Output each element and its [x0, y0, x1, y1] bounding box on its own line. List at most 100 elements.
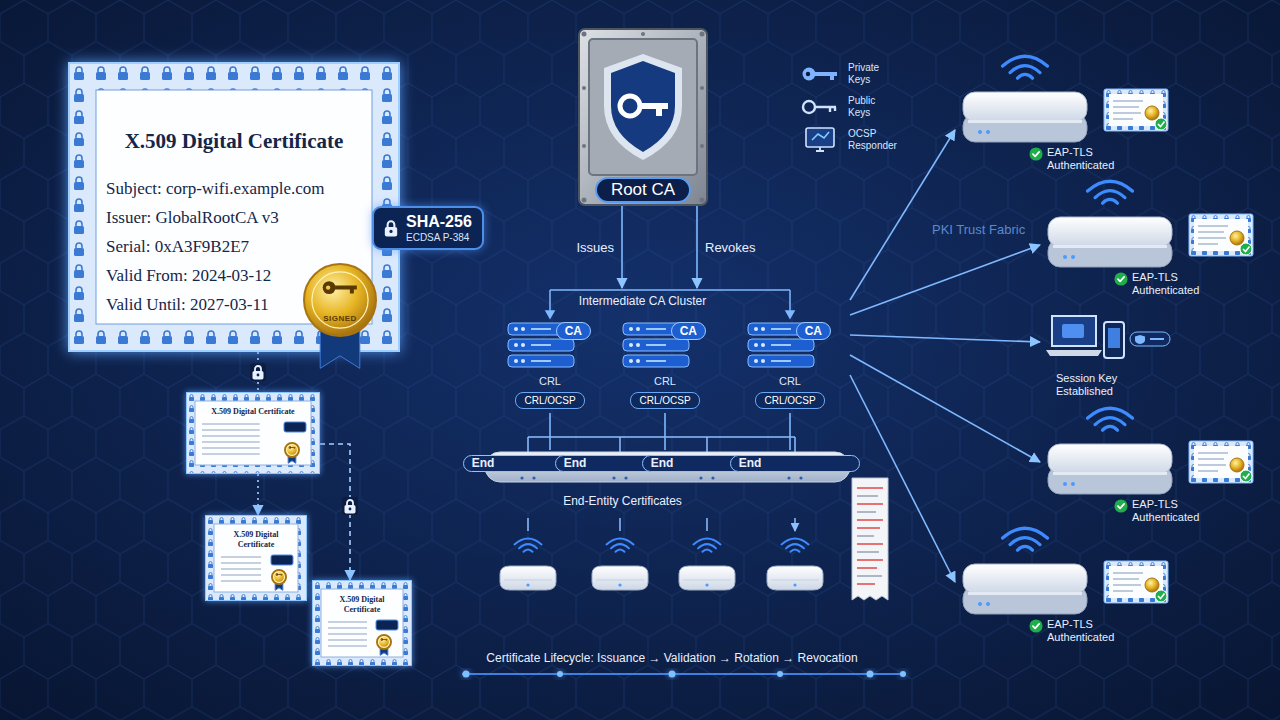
use-part — [276, 573, 283, 576]
rect-part — [313, 581, 412, 666]
use-part — [381, 638, 388, 641]
circle-part — [287, 445, 298, 456]
gold-seal — [272, 570, 286, 590]
circle-part — [900, 671, 906, 677]
use-part — [1029, 619, 1042, 632]
use-part — [694, 539, 721, 552]
lifecycle-caption: Certificate Lifecycle: Issuance → Valida… — [486, 651, 857, 665]
connector — [850, 335, 1040, 342]
gold-seal — [377, 635, 391, 655]
path-part — [857, 519, 883, 521]
path-part — [328, 627, 367, 629]
legend-text: OCSP Responder — [848, 128, 900, 152]
connector — [850, 375, 955, 582]
rect-part — [195, 401, 311, 465]
use-part — [345, 500, 356, 514]
path-part — [221, 562, 261, 564]
path-part — [857, 535, 874, 537]
client-device: Session Key Established — [1040, 310, 1180, 400]
use-part — [1189, 441, 1253, 483]
badge-text: SHA-256 — [406, 212, 472, 231]
path-part — [328, 621, 367, 623]
gold-seal — [285, 443, 299, 463]
ca-text: CRL/OCSP — [755, 392, 824, 409]
legend-row: Public Keys — [800, 93, 900, 121]
ca-cluster: Intermediate CA ClusterCACRLCRL/OCSPCACR… — [505, 288, 850, 425]
cert-text: Valid From: 2024-03-12 — [106, 261, 370, 290]
path-part — [221, 556, 261, 558]
mini-text: X.509 Digital Certificate — [198, 407, 308, 417]
use-part — [782, 539, 809, 552]
label-anchor: SIGNED — [323, 314, 357, 323]
label-anchor: Certificate Lifecycle: Issuance → Valida… — [486, 651, 857, 665]
ca-text: CRL/OCSP — [515, 392, 584, 409]
ca-text: CRL — [509, 374, 591, 388]
circle-part — [777, 671, 783, 677]
watermark-label: PKI Trust Fabric — [932, 222, 1025, 237]
edge-label: Revokes — [705, 240, 756, 255]
legend-text: Private Keys — [848, 62, 900, 86]
ap-text: EAP-TLS Authenticated — [1132, 271, 1210, 297]
connector — [696, 206, 698, 288]
circle-part — [272, 570, 286, 584]
use-part — [515, 539, 542, 552]
crl-receipt — [852, 478, 888, 600]
use-part — [1003, 56, 1048, 78]
connector — [257, 474, 259, 515]
path-part — [857, 559, 883, 561]
ap-text: EAP-TLS Authenticated — [1047, 146, 1125, 172]
path-part — [857, 575, 882, 577]
ca-text: CRL — [749, 374, 831, 388]
path-part — [857, 527, 880, 529]
use-part — [806, 128, 834, 151]
ca-text: CRL/OCSP — [630, 392, 699, 409]
legend-row: Private Keys — [800, 60, 900, 88]
legend-icon — [800, 60, 840, 88]
connector — [850, 245, 1040, 315]
end-text: End — [739, 456, 852, 471]
path-part — [546, 311, 794, 318]
rect-part — [376, 620, 398, 630]
circle-part — [787, 476, 790, 479]
rect-part — [96, 90, 372, 324]
use-part — [1088, 408, 1133, 430]
circle-part — [520, 476, 523, 479]
use-part — [592, 566, 648, 590]
path-part — [857, 495, 878, 497]
use-part — [803, 101, 836, 113]
path-part — [462, 673, 905, 675]
ca-server: CA CRL CRL/OCSP — [620, 318, 710, 413]
circle-part — [304, 264, 376, 336]
use-part — [1048, 217, 1172, 267]
ca-text: CA — [671, 322, 706, 340]
path-part — [857, 567, 877, 569]
cert-text: Valid Until: 2027-03-11 — [106, 290, 370, 319]
ca-text: CRL — [624, 374, 706, 388]
connector — [664, 413, 666, 450]
use-part — [1114, 499, 1127, 512]
use-part — [323, 281, 357, 294]
circle-part — [312, 272, 368, 328]
path-part — [857, 583, 875, 585]
circle-part — [624, 476, 627, 479]
ca-text: CA — [556, 322, 591, 340]
circle-part — [557, 671, 563, 677]
use-part — [1046, 316, 1170, 358]
band-text: End-Entity Certificates — [485, 494, 850, 509]
algorithm-badge: SHA-256ECDSA P-384 — [372, 206, 484, 250]
use-part — [1088, 181, 1133, 203]
legend-text: Public Keys — [848, 95, 900, 119]
use-part — [1029, 147, 1042, 160]
use-part — [803, 68, 838, 81]
circle-part — [463, 671, 470, 678]
rect-part — [187, 393, 320, 474]
access-point: EAP-TLS Authenticated — [1040, 402, 1260, 527]
issued-devices — [500, 518, 823, 590]
use-part — [500, 566, 556, 590]
edge-label: Issues — [576, 240, 614, 255]
connector — [621, 206, 623, 288]
use-part — [579, 29, 707, 205]
